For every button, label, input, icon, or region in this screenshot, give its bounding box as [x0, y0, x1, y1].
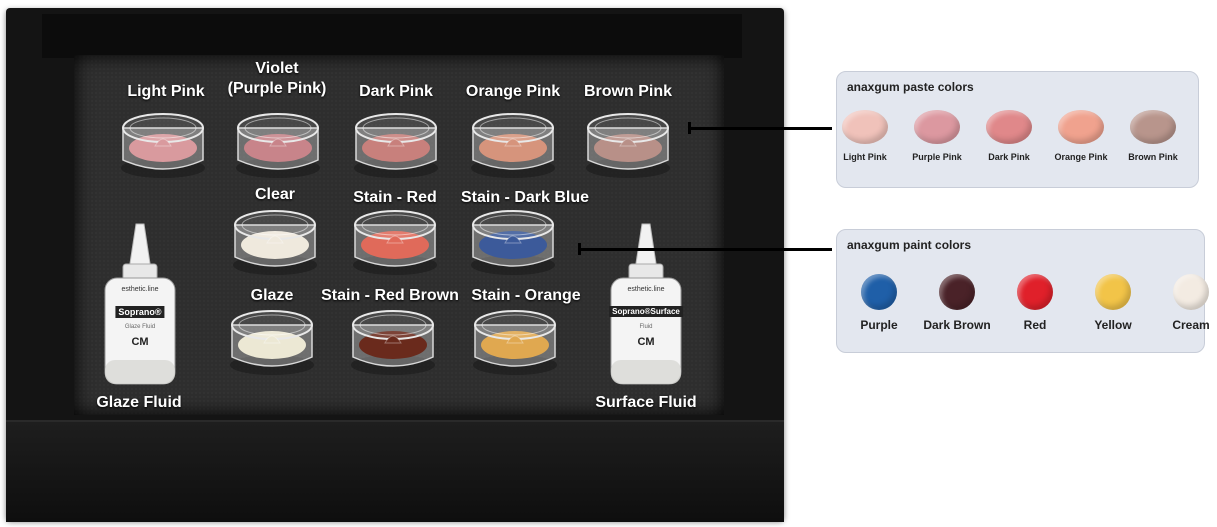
label-violet: Violet	[255, 60, 299, 77]
label-glaze-fluid: Glaze Fluid	[96, 394, 182, 411]
bottle-left-logo: CM	[131, 336, 149, 348]
paint-panel-title: anaxgum paint colors	[847, 238, 972, 252]
swatch-label: Brown Pink	[1128, 152, 1178, 162]
jar-shape	[471, 210, 555, 275]
paste-panel-title: anaxgum paste colors	[847, 80, 974, 94]
jar-shape	[473, 310, 557, 375]
jar-glaze	[228, 305, 316, 377]
swatch-purple	[861, 274, 897, 310]
jar-shape	[586, 113, 670, 178]
connector-paint-tick	[578, 243, 581, 255]
jar-clear	[231, 205, 319, 277]
label-stain-red-brown: Stain - Red Brown	[321, 287, 459, 304]
paste-colors-panel: anaxgum paste colors Light Pink Purple Pi…	[836, 71, 1199, 188]
bottle-left-brand: esthetic.line	[121, 286, 159, 293]
jar-shape	[354, 113, 438, 178]
jar-shape	[233, 210, 317, 275]
swatch-label: Dark Pink	[988, 152, 1030, 162]
swatch-purple-pink	[914, 110, 960, 144]
swatch-dark-brown	[939, 274, 975, 310]
label-glaze: Glaze	[250, 287, 294, 304]
label-dark-pink: Dark Pink	[359, 83, 433, 100]
jar-stain-red	[351, 205, 439, 277]
swatch-label: Purple Pink	[912, 152, 962, 162]
jar-shape	[351, 310, 435, 375]
bottle-surface-fluid-shape	[610, 223, 682, 385]
swatch-dark-pink	[986, 110, 1032, 144]
jar-stain-dark-blue	[469, 205, 557, 277]
label-stain-dark-blue: Stain - Dark Blue	[460, 189, 590, 206]
swatch-label: Yellow	[1094, 318, 1132, 332]
jar-stain-red-brown	[349, 305, 437, 377]
swatch-label: Orange Pink	[1054, 152, 1108, 162]
swatch-label: Purple	[860, 318, 898, 332]
bottle-right-sub: Fluid	[639, 324, 653, 330]
connector-paste	[690, 127, 832, 130]
swatch-label: Light Pink	[843, 152, 887, 162]
jar-shape	[471, 113, 555, 178]
jar-dark-pink	[352, 108, 440, 180]
paint-colors-panel: anaxgum paint colors Purple Dark Brown Red…	[836, 229, 1210, 353]
bottle-glaze-fluid: esthetic.line Soprano® Glaze Fluid CM	[99, 220, 181, 390]
jar-stain-orange	[471, 305, 559, 377]
label-brown-pink: Brown Pink	[583, 83, 673, 100]
jar-shape	[230, 310, 314, 375]
label-stain-red: Stain - Red	[353, 189, 437, 206]
label-stain-orange: Stain - Orange	[471, 287, 581, 304]
label-clear: Clear	[254, 186, 296, 203]
jar-shape	[121, 113, 205, 178]
jar-violet	[234, 108, 322, 180]
label-light-pink: Light Pink	[127, 83, 205, 100]
bottle-glaze-fluid-shape	[104, 223, 176, 385]
bottle-right-logo: CM	[637, 336, 655, 348]
bottle-surface-fluid: esthetic.line Soprano®Surface Fluid CM	[605, 220, 687, 390]
box-back-wall	[42, 14, 742, 58]
connector-paint	[580, 248, 832, 251]
bottle-right-name: Soprano®Surface	[609, 306, 683, 317]
swatch-light-pink	[842, 110, 888, 144]
swatch-cream	[1173, 274, 1209, 310]
jar-orange-pink	[469, 108, 557, 180]
swatch-yellow	[1095, 274, 1131, 310]
swatch-brown-pink	[1130, 110, 1176, 144]
label-purple-pink: (Purple Pink)	[227, 80, 327, 97]
bottle-left-name: Soprano®	[115, 306, 165, 318]
swatch-label: Cream	[1172, 318, 1210, 332]
box-front-wall	[6, 420, 784, 522]
connector-paste-tick	[688, 122, 691, 134]
bottle-left-sub: Glaze Fluid	[124, 324, 156, 330]
jar-shape	[236, 113, 320, 178]
swatch-red	[1017, 274, 1053, 310]
label-surface-fluid: Surface Fluid	[595, 394, 697, 411]
swatch-label: Red	[1023, 318, 1047, 332]
swatch-label: Dark Brown	[923, 318, 991, 332]
label-orange-pink: Orange Pink	[465, 83, 561, 100]
bottle-right-brand: esthetic.line	[627, 286, 665, 293]
jar-shape	[353, 210, 437, 275]
swatch-orange-pink	[1058, 110, 1104, 144]
jar-brown-pink	[584, 108, 672, 180]
jar-light-pink	[119, 108, 207, 180]
